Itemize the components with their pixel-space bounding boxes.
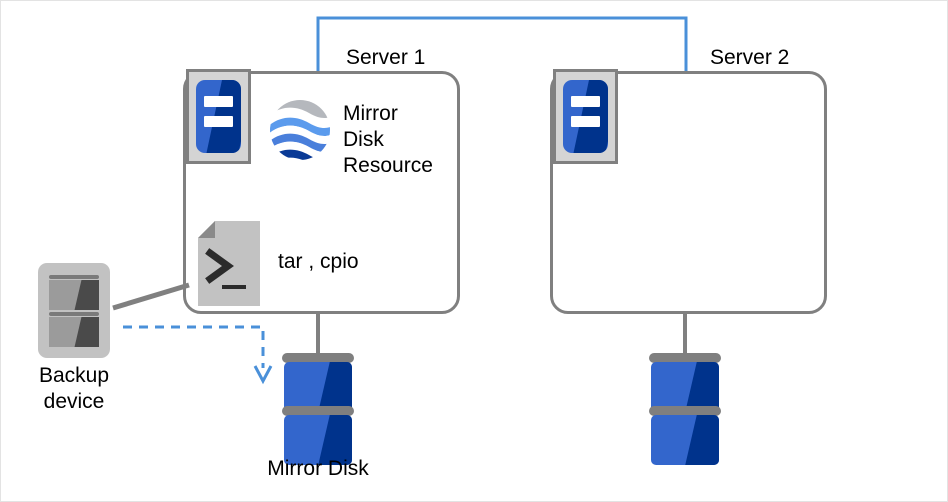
mdr-line-2: Disk — [343, 128, 384, 151]
server1-machine-icon — [186, 69, 251, 164]
backup-tools-label: tar , cpio — [278, 250, 359, 273]
server2-disk-stack[interactable] — [649, 353, 721, 465]
disk-cap-mid — [649, 406, 721, 416]
server1-label: Server 1 — [346, 46, 426, 69]
server1-to-disk-line — [316, 313, 320, 356]
backup-tape-2 — [49, 317, 99, 347]
mirror-disk-resource-icon — [270, 100, 330, 160]
mirror-disk-label: Mirror Disk — [267, 457, 369, 480]
disk-plate-shade — [685, 362, 719, 412]
server2-label: Server 2 — [710, 46, 790, 69]
backup-rail-1 — [49, 275, 99, 279]
server-interconnect-line — [316, 16, 688, 73]
backup-device-to-server1-line — [112, 282, 190, 311]
backup-tape-shade — [74, 280, 99, 310]
mirror-disk-stack[interactable] — [282, 353, 354, 465]
server-icon-slot-2 — [204, 116, 233, 127]
backup-dataflow-arrow — [123, 325, 273, 385]
mdr-line-3: Resource — [343, 154, 433, 177]
backup-device-icon[interactable] — [38, 263, 110, 358]
disk-plate-1 — [651, 362, 719, 412]
server2-to-disk-line — [683, 313, 687, 356]
server2-machine-icon — [553, 69, 618, 164]
backup-tape-1 — [49, 280, 99, 310]
disk-cap-top — [649, 353, 721, 363]
disk-plate-shade — [685, 415, 719, 465]
server-icon-slot-2 — [571, 116, 600, 127]
server-icon-slot-1 — [204, 96, 233, 107]
disk-cap-top — [282, 353, 354, 363]
mdr-line-1: Mirror — [343, 102, 398, 125]
backup-tape-shade — [74, 317, 99, 347]
server-icon-body — [196, 80, 241, 153]
server1-box[interactable] — [183, 71, 460, 314]
backup-device-label: Backup device — [14, 363, 134, 415]
disk-plate-1 — [284, 362, 352, 412]
server2-box[interactable] — [550, 71, 827, 314]
disk-cap-mid — [282, 406, 354, 416]
disk-plate-shade — [318, 362, 352, 412]
server-icon-body — [563, 80, 608, 153]
backup-script-icon — [198, 221, 260, 306]
disk-plate-2 — [284, 415, 352, 465]
backup-rail-2 — [49, 312, 99, 316]
backup-device-line-1: Backup — [38, 364, 110, 387]
server-icon-slot-1 — [571, 96, 600, 107]
disk-plate-2 — [651, 415, 719, 465]
backup-device-line-2: device — [43, 390, 105, 413]
